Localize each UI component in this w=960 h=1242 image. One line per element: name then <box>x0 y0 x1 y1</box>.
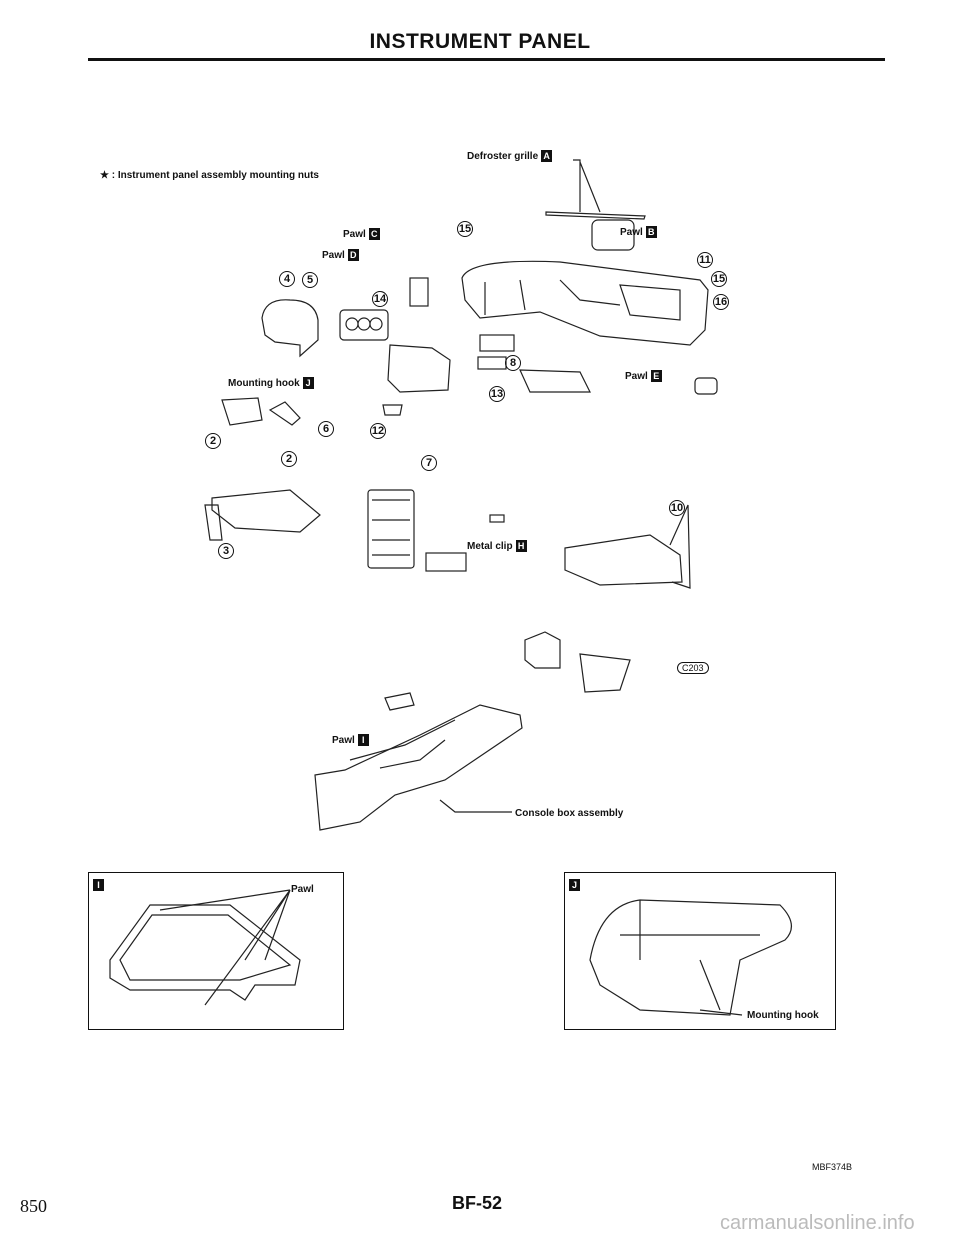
inset-label: Pawl <box>291 884 314 895</box>
finisher-part <box>367 489 415 569</box>
part-number: 10 <box>669 500 685 516</box>
callout-badge: A <box>541 150 553 163</box>
center-bezel-part <box>387 344 451 393</box>
page-number-left: 850 <box>20 1196 47 1216</box>
part-number: 7 <box>421 455 437 471</box>
console-box-part <box>314 704 523 831</box>
part-number: 15 <box>711 271 727 287</box>
part-number: 2 <box>205 433 221 449</box>
knee-panel-part <box>211 489 321 533</box>
callout-badge: C <box>368 228 380 241</box>
defroster-grille-part <box>545 211 646 220</box>
bracket-part <box>519 369 591 393</box>
callout-text: Pawl <box>332 735 355 746</box>
airbag-part <box>591 219 635 251</box>
part-number: 2 <box>281 451 297 467</box>
connector-c203: C203 <box>677 662 709 674</box>
callout-badge: D <box>347 249 359 262</box>
callout-text: Mounting hook <box>228 378 300 389</box>
inset-badge: I <box>93 879 104 891</box>
metal-clip-part <box>489 514 505 523</box>
figure-id: MBF374B <box>812 1162 853 1172</box>
page-title: INSTRUMENT PANEL <box>369 30 591 53</box>
callout-badge: B <box>645 226 657 239</box>
callout-text: Defroster grille <box>467 151 539 162</box>
leader-line <box>439 799 512 813</box>
callout-badge: I <box>357 734 369 747</box>
bracket-left-part <box>524 631 561 669</box>
part-number: 4 <box>279 271 295 287</box>
watermark: carmanualsonline.info <box>720 1212 915 1234</box>
star-icon: ★ <box>100 170 109 181</box>
audio-part <box>479 334 515 352</box>
legend-text: : Instrument panel assembly mounting nut… <box>111 170 319 181</box>
part-number: 5 <box>302 272 318 288</box>
inset-i: I Pawl <box>88 872 344 1030</box>
cluster-lid-part <box>261 299 319 358</box>
callout-badge: H <box>515 540 527 553</box>
legend-note: ★ : Instrument panel assembly mounting n… <box>100 169 319 183</box>
vent-part <box>694 377 718 395</box>
page-code: BF-52 <box>452 1193 503 1213</box>
part-number: 16 <box>713 294 729 310</box>
inset-i-part <box>109 904 301 1001</box>
callout-text: Pawl <box>322 250 345 261</box>
leader-line <box>573 159 601 213</box>
dashboard-part <box>461 260 709 346</box>
callout-text: Pawl <box>620 227 643 238</box>
part-number: 11 <box>697 252 713 268</box>
glove-box-part <box>564 534 683 586</box>
callout-text: Metal clip <box>467 541 513 552</box>
part-number: 8 <box>505 355 521 371</box>
inset-j: J Mounting hook <box>564 872 836 1030</box>
callout-badge: J <box>302 377 314 390</box>
part-number: 3 <box>218 543 234 559</box>
part-number: 6 <box>318 421 334 437</box>
callout-text: Pawl <box>343 229 366 240</box>
callout-console-box: Console box assembly <box>515 808 624 819</box>
title-rule <box>88 58 885 61</box>
ashtray-part <box>425 552 467 572</box>
inset-j-part <box>589 899 792 1016</box>
part-number: 12 <box>370 423 386 439</box>
bracket-right-part <box>579 653 631 693</box>
callout-text: Pawl <box>625 371 648 382</box>
inset-label: Mounting hook <box>747 1010 819 1021</box>
lower-lid-part <box>221 397 301 426</box>
inset-badge: J <box>569 879 580 891</box>
part-number: 13 <box>489 386 505 402</box>
meter-part <box>339 309 389 341</box>
switch-part <box>409 277 429 307</box>
part-number: 14 <box>372 291 388 307</box>
part-number: 15 <box>457 221 473 237</box>
callout-badge: E <box>650 370 662 383</box>
